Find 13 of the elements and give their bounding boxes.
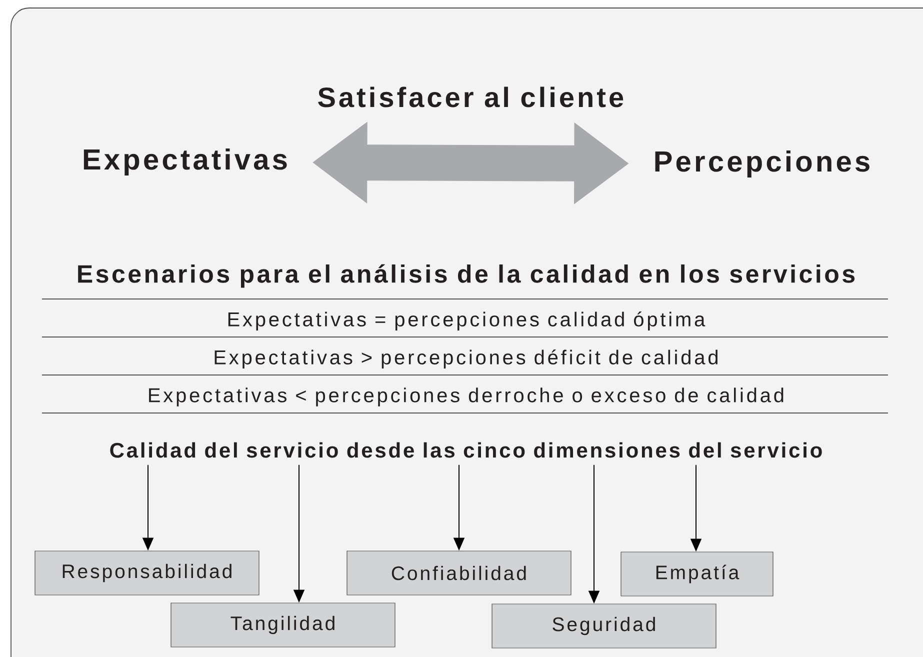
heading-text: Calidad del servicio desde las cinco dimensiones del servicio (110, 442, 822, 458)
dimension-box: Tangilidad (170, 602, 396, 648)
edge-label: Satisfacer al cliente (315, 84, 626, 110)
table-row-text: Expectativas < percepciones derroche o exceso de calidad (149, 388, 784, 406)
dimension-box: Confiabilidad (346, 550, 572, 596)
dimension-box: Responsabilidad (34, 550, 260, 596)
dimension-box: Empatía (620, 552, 774, 596)
dimension-box: Seguridad (492, 604, 716, 648)
heading-text: Expectativas (84, 148, 287, 176)
table-heading: Escenarios para el análisis de la calidad en los servicios (78, 264, 855, 288)
table-row-text: Expectativas > percepciones déficit de calidad (214, 350, 718, 368)
table-row-text: Expectativas = percepciones calidad óptima (228, 312, 706, 330)
heading-text: Percepciones (655, 150, 870, 178)
